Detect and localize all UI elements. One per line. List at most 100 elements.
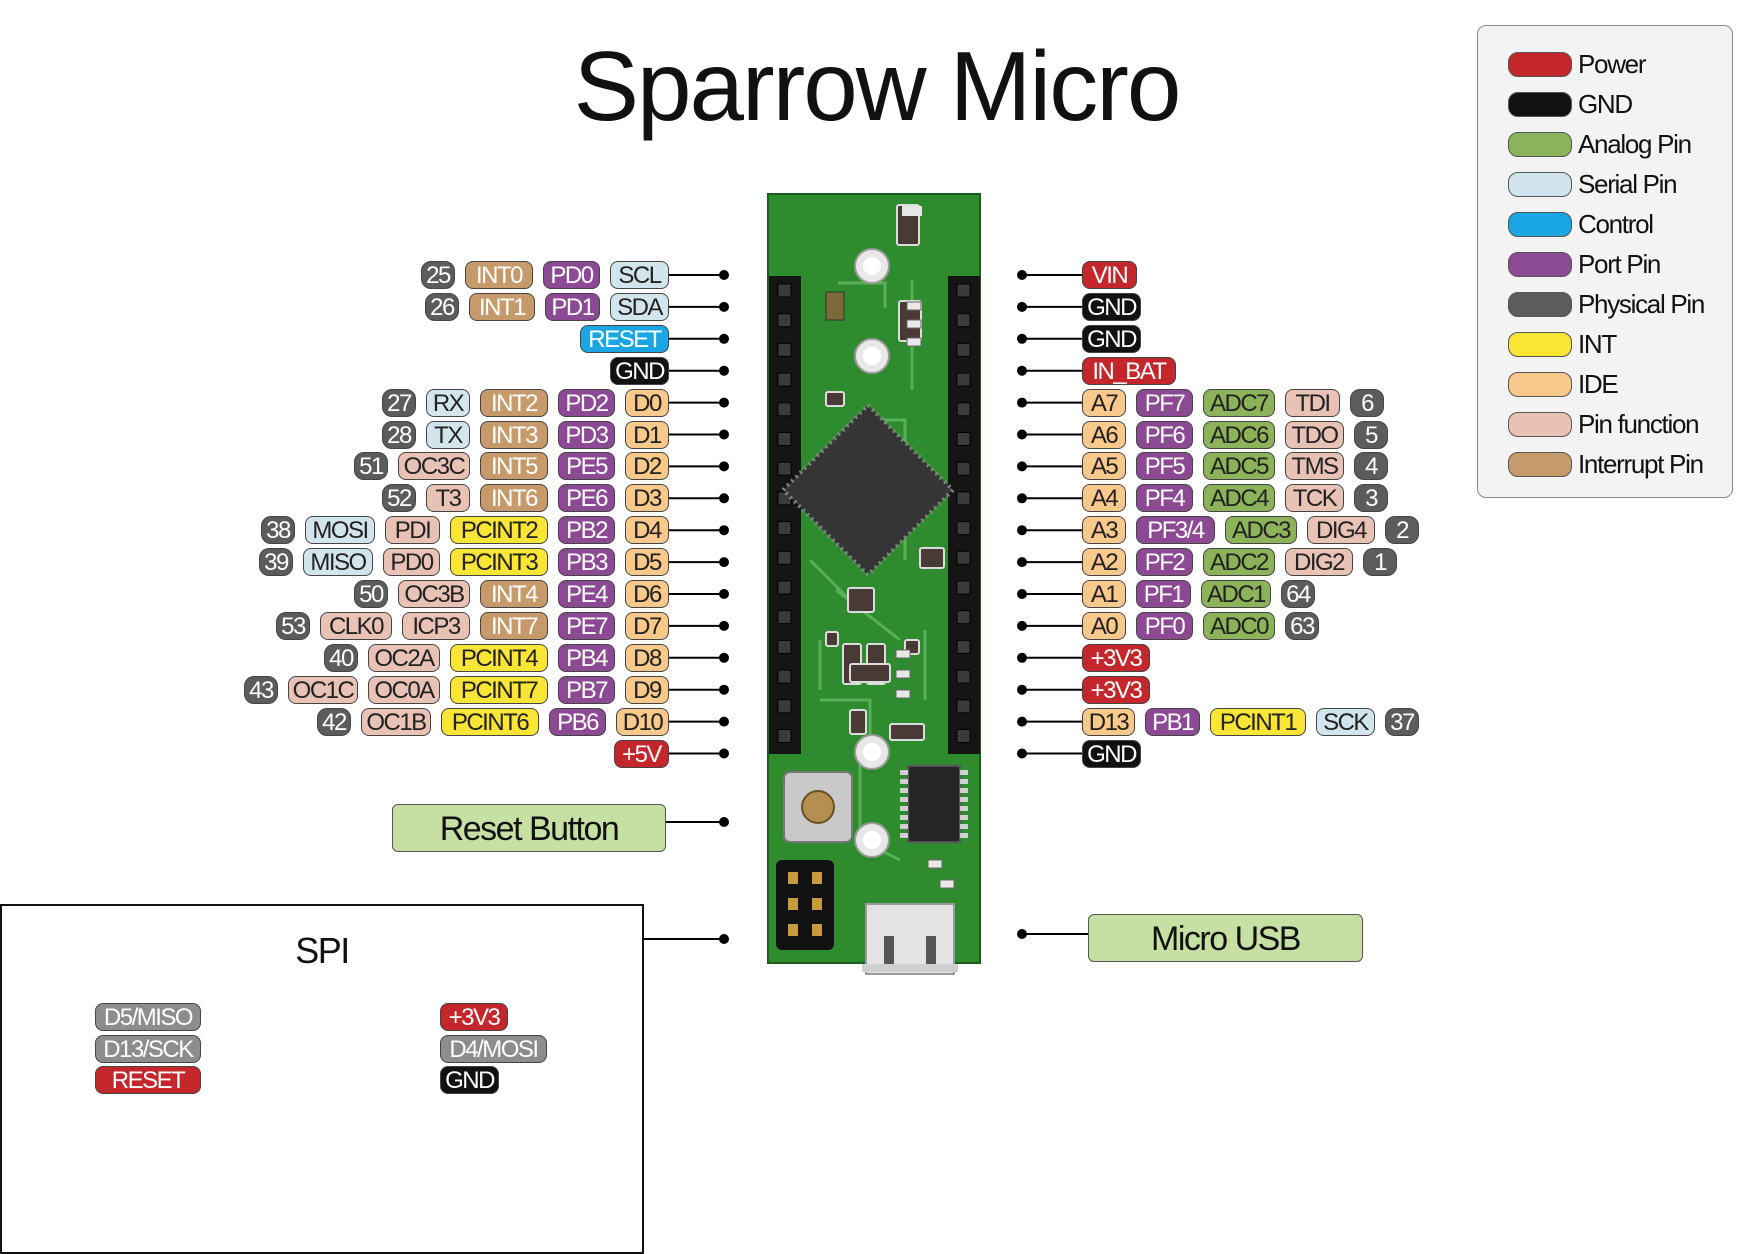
legend-item: Interrupt Pin <box>1508 446 1704 482</box>
pin-label: ADC1 <box>1201 580 1271 608</box>
pin-label: A3 <box>1082 516 1126 545</box>
icsp-pin <box>788 898 798 910</box>
pin-label: INT4 <box>480 580 548 608</box>
legend-item: Power <box>1508 46 1647 82</box>
pin-label: A0 <box>1082 611 1126 640</box>
icsp-pin <box>788 872 798 884</box>
pcb-trace <box>808 558 852 602</box>
header-pin <box>777 342 792 357</box>
header-pin <box>777 461 792 476</box>
pin-dot <box>719 934 729 944</box>
pin-label: 1 <box>1363 548 1397 577</box>
pin-label: MISO <box>303 548 373 577</box>
pin-dot <box>719 817 729 827</box>
pin-label: 52 <box>382 484 416 513</box>
legend-label: Port Pin <box>1578 248 1661 279</box>
header-pin <box>956 610 971 625</box>
legend-swatch <box>1508 171 1572 197</box>
smd-component <box>849 663 891 683</box>
diagram-title: Sparrow Micro <box>573 31 1182 141</box>
legend-swatch <box>1508 371 1572 397</box>
pin-label: INT1 <box>469 292 535 321</box>
pin-label: 5 <box>1354 420 1388 449</box>
pin-label: TMS <box>1285 452 1344 481</box>
header-pin <box>777 639 792 654</box>
pin-label: PF5 <box>1136 452 1193 481</box>
header-pin <box>956 699 971 714</box>
pin-label: PB1 <box>1145 707 1200 736</box>
pin-label: VIN <box>1082 261 1137 289</box>
header-pin <box>956 491 971 506</box>
legend-item: Serial Pin <box>1508 166 1678 202</box>
smd-pad <box>902 206 922 216</box>
smd-component <box>825 391 845 407</box>
pin-label: TDO <box>1285 420 1344 449</box>
chip-pin <box>960 788 968 793</box>
header-pin <box>777 580 792 595</box>
smd-component <box>889 723 925 741</box>
chip-pin <box>900 815 908 820</box>
pin-label: +3V3 <box>1082 675 1150 704</box>
header-pin <box>956 521 971 536</box>
smd-pad <box>895 669 911 679</box>
pin-label: PCINT7 <box>450 675 548 704</box>
mounting-hole-inner <box>863 257 881 275</box>
legend-item: Control <box>1508 206 1654 242</box>
pin-label: PB7 <box>558 675 615 704</box>
pin-label: PE7 <box>558 611 615 640</box>
pin-label: PE4 <box>558 580 615 608</box>
pin-label: ADC0 <box>1203 611 1275 640</box>
legend-item: GND <box>1508 86 1633 122</box>
pin-label: PF7 <box>1136 388 1193 417</box>
pin-label: 43 <box>244 675 278 704</box>
micro-usb-pin <box>884 936 894 964</box>
header-pin <box>777 550 792 565</box>
pin-label: PCINT2 <box>450 516 548 545</box>
chip-pin <box>960 770 968 775</box>
spi-pin-label: +3V3 <box>440 1003 508 1031</box>
pin-label: A4 <box>1082 484 1126 513</box>
legend-swatch <box>1508 451 1572 477</box>
pin-label: DIG2 <box>1285 548 1353 577</box>
pin-label: PF1 <box>1136 580 1191 608</box>
legend-label: Power <box>1578 48 1647 79</box>
header-pin <box>777 432 792 446</box>
legend-swatch <box>1508 131 1572 157</box>
pin-label: 25 <box>421 261 455 289</box>
microcontroller-chip <box>780 402 956 578</box>
pin-label: PF0 <box>1136 611 1193 640</box>
pin-label: 50 <box>354 580 388 608</box>
mounting-hole-inner <box>863 743 881 761</box>
header-pin <box>956 729 971 743</box>
pin-label: +3V3 <box>1082 643 1150 672</box>
legend-item: Port Pin <box>1508 246 1661 282</box>
pin-label: 42 <box>317 707 351 736</box>
pin-label: D2 <box>625 452 669 481</box>
pin-label: TCK <box>1285 484 1344 513</box>
pin-label: ADC2 <box>1203 548 1275 577</box>
header-pin <box>956 313 971 328</box>
pin-label: RX <box>426 388 470 417</box>
smd-pad <box>939 879 955 889</box>
legend-label: Pin function <box>1578 408 1700 439</box>
pin-label: 6 <box>1350 388 1384 417</box>
chip-pin <box>960 797 968 802</box>
pin-label: PF2 <box>1136 548 1193 577</box>
usb-uart-chip <box>907 765 961 843</box>
legend-item: INT <box>1508 326 1617 362</box>
reset-button-callout: Reset Button <box>392 804 666 852</box>
pin-label: SDA <box>610 292 669 321</box>
header-pin <box>777 729 792 743</box>
chip-pin <box>900 833 908 838</box>
pin-label: OC1B <box>361 707 431 736</box>
pin-label: PF3/4 <box>1136 516 1215 545</box>
reset-button-cap <box>801 790 835 824</box>
smd-pad <box>906 301 922 311</box>
pin-label: IN_BAT <box>1082 356 1176 385</box>
pin-label: 53 <box>276 611 310 640</box>
pin-label: CLK0 <box>320 611 392 640</box>
pin-label: D3 <box>625 484 669 513</box>
pin-label: PD0 <box>383 548 440 577</box>
